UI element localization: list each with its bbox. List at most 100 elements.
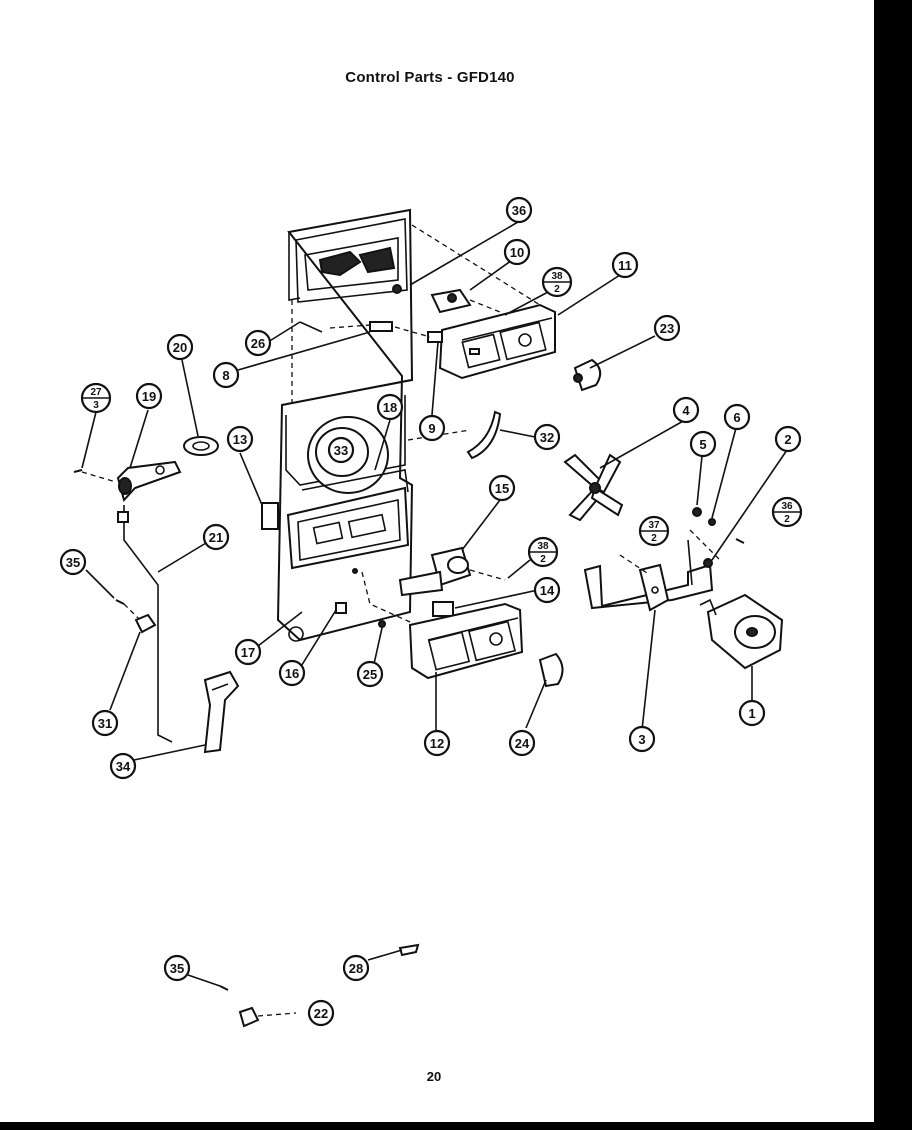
motor-1 (699, 593, 784, 670)
callout-35: 35 (59, 548, 87, 576)
svg-text:15: 15 (495, 481, 509, 496)
rod-21 (123, 505, 173, 743)
svg-text:17: 17 (241, 645, 255, 660)
callout-27-3: 273 (80, 382, 112, 414)
part-14 (432, 601, 454, 617)
callout-9: 9 (418, 414, 446, 442)
washer-20 (183, 436, 219, 456)
svg-text:25: 25 (363, 667, 377, 682)
callout-28: 28 (342, 954, 370, 982)
svg-text:1: 1 (748, 706, 755, 721)
callout-37-2: 372 (638, 515, 670, 547)
bracket-3 (583, 539, 714, 612)
svg-text:23: 23 (660, 321, 674, 336)
screw-36b (735, 538, 745, 544)
callout-38-2: 382 (541, 266, 573, 298)
callout-8: 8 (212, 361, 240, 389)
part-28 (398, 943, 420, 957)
svg-text:38: 38 (551, 271, 563, 282)
callout-21: 21 (202, 523, 230, 551)
callout-10: 10 (503, 238, 531, 266)
part-13 (261, 502, 279, 530)
callout-15: 15 (488, 474, 516, 502)
callout-1: 1 (738, 699, 766, 727)
svg-text:16: 16 (285, 666, 299, 681)
callout-31: 31 (91, 709, 119, 737)
callout-13: 13 (226, 425, 254, 453)
callout-12: 12 (423, 729, 451, 757)
svg-text:4: 4 (682, 403, 690, 418)
callout-5: 5 (689, 430, 717, 458)
diagram-title: Control Parts - GFD140 (345, 69, 515, 86)
svg-text:8: 8 (222, 368, 229, 383)
fan-4 (563, 453, 624, 522)
svg-text:19: 19 (142, 389, 156, 404)
svg-text:36: 36 (781, 501, 793, 512)
svg-text:34: 34 (116, 759, 131, 774)
upper-knob-housing (438, 303, 556, 380)
callout-33: 33 (327, 436, 355, 464)
part-22 (238, 1006, 260, 1028)
svg-text:27: 27 (90, 387, 102, 398)
page-number: 20 (426, 1069, 442, 1084)
part-2 (703, 558, 713, 568)
svg-text:38: 38 (537, 541, 549, 552)
svg-text:28: 28 (349, 961, 363, 976)
switch-15 (398, 546, 506, 597)
callout-34: 34 (109, 752, 137, 780)
callout-6: 6 (723, 403, 751, 431)
callout-18: 18 (376, 393, 404, 421)
callout-35b: 35 (163, 954, 191, 982)
svg-text:2: 2 (784, 432, 791, 447)
part-9-clip (427, 331, 443, 343)
svg-text:11: 11 (618, 258, 632, 273)
svg-text:21: 21 (209, 530, 223, 545)
screw-35b (219, 985, 229, 991)
callout-24: 24 (508, 729, 536, 757)
svg-text:35: 35 (66, 555, 80, 570)
screw-35 (115, 599, 125, 605)
callout-11: 11 (611, 251, 639, 279)
svg-text:36: 36 (512, 203, 526, 218)
lower-knob-housing (408, 602, 524, 680)
part-5 (692, 507, 702, 517)
callout-32: 32 (533, 423, 561, 451)
control-panel (276, 208, 414, 642)
callout-17: 17 (234, 638, 262, 666)
svg-text:3: 3 (638, 732, 645, 747)
svg-text:3: 3 (93, 400, 99, 411)
part-34 (203, 670, 240, 754)
callout-16: 16 (278, 659, 306, 687)
callout-14: 14 (533, 576, 561, 604)
knob-24 (538, 652, 564, 688)
callout-36-2: 362 (771, 496, 803, 528)
svg-text:2: 2 (651, 533, 657, 544)
svg-text:37: 37 (648, 520, 660, 531)
svg-text:2: 2 (554, 284, 560, 295)
svg-text:12: 12 (430, 736, 444, 751)
part-6 (708, 518, 716, 526)
screw-27 (73, 469, 83, 473)
svg-text:26: 26 (251, 336, 265, 351)
scan-border (874, 0, 912, 1130)
svg-text:10: 10 (510, 245, 524, 260)
callout-26: 26 (244, 329, 272, 357)
callout-3: 3 (628, 725, 656, 753)
svg-text:13: 13 (233, 432, 247, 447)
svg-text:2: 2 (540, 554, 546, 565)
callout-19: 19 (135, 382, 163, 410)
callout-36: 36 (505, 196, 533, 224)
clip-31 (134, 613, 157, 634)
svg-text:32: 32 (540, 430, 554, 445)
bracket-19 (116, 460, 182, 503)
knob-23 (573, 358, 602, 392)
svg-text:33: 33 (334, 443, 348, 458)
svg-text:24: 24 (515, 736, 530, 751)
svg-text:35: 35 (170, 961, 184, 976)
svg-text:14: 14 (540, 583, 555, 598)
part-8-connector (369, 321, 393, 332)
callout-23: 23 (653, 314, 681, 342)
callout-22: 22 (307, 999, 335, 1027)
svg-text:20: 20 (173, 340, 187, 355)
svg-text:2: 2 (784, 514, 790, 525)
